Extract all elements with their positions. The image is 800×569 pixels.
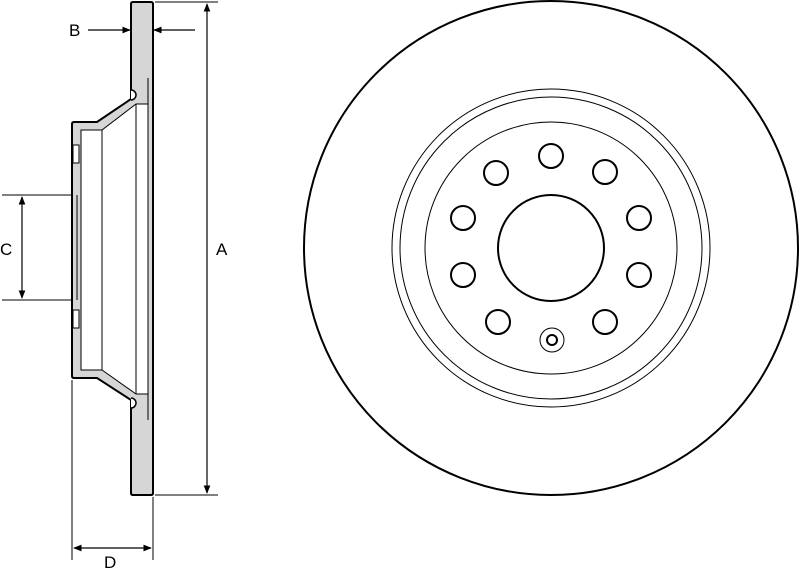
bolt-hole <box>450 205 476 231</box>
hat-cavity <box>80 103 149 395</box>
label-c: C <box>0 240 12 259</box>
dimension-a: A <box>155 1 228 496</box>
label-a: A <box>216 240 228 259</box>
lower-notch <box>130 397 137 409</box>
hat-ring-outer <box>391 88 711 408</box>
disc-outer-edge <box>303 0 799 496</box>
bolt-hole <box>450 262 476 288</box>
bolt-hole <box>626 205 652 231</box>
side-section-view <box>71 1 154 496</box>
label-d: D <box>104 553 116 569</box>
locating-screw-hole <box>546 334 558 346</box>
hat-ring-inner <box>424 121 678 375</box>
bolt-hole <box>485 309 511 335</box>
dimension-c: C <box>0 194 72 301</box>
locating-screw-counterbore <box>539 327 565 353</box>
hat-ring-middle <box>399 96 703 400</box>
front-view <box>303 0 799 496</box>
bolt-hole <box>592 309 618 335</box>
dimension-b: B <box>69 21 195 40</box>
label-b: B <box>69 21 80 40</box>
bolt-holes <box>450 143 652 335</box>
bolt-hole <box>483 160 509 186</box>
upper-notch <box>130 89 137 101</box>
dimension-d: D <box>71 380 154 569</box>
bolt-hole <box>538 143 564 169</box>
bolt-hole <box>626 262 652 288</box>
center-bore <box>497 194 605 302</box>
bolt-hole <box>592 159 618 185</box>
